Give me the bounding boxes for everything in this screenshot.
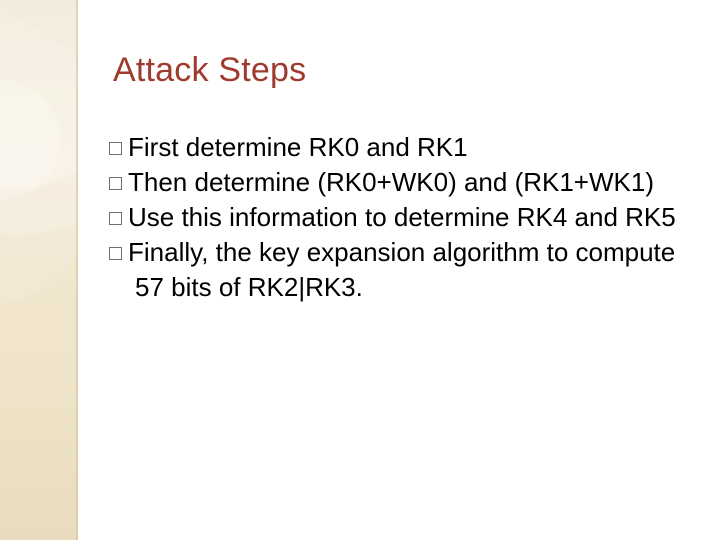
band-gradient <box>0 0 78 540</box>
decorative-circle-lower <box>0 10 78 310</box>
hollow-square-bullet-icon <box>109 142 122 155</box>
bullet-text: Then determine (RK0+WK0) and (RK1+WK1) <box>128 167 654 197</box>
decorative-circle-large <box>0 0 78 235</box>
hollow-square-bullet-icon <box>109 247 122 260</box>
bullet-item: Then determine (RK0+WK0) and (RK1+WK1) <box>109 165 701 200</box>
bullet-item: Use this information to determine RK4 an… <box>109 200 701 235</box>
hollow-square-bullet-icon <box>109 212 122 225</box>
bullet-item: Finally, the key expansion algorithm to … <box>109 235 701 305</box>
decorative-circle-medium <box>0 0 78 190</box>
band-edge-line <box>76 0 78 540</box>
bullet-text: Use this information to determine RK4 an… <box>128 202 676 232</box>
bullet-text: First determine RK0 and RK1 <box>128 132 468 162</box>
hollow-square-bullet-icon <box>109 177 122 190</box>
bullet-text: Finally, the key expansion algorithm to … <box>128 237 676 302</box>
left-decorative-band <box>0 0 78 540</box>
bullet-item: First determine RK0 and RK1 <box>109 130 701 165</box>
slide-body: First determine RK0 and RK1 Then determi… <box>109 130 701 305</box>
slide-title: Attack Steps <box>113 51 307 89</box>
